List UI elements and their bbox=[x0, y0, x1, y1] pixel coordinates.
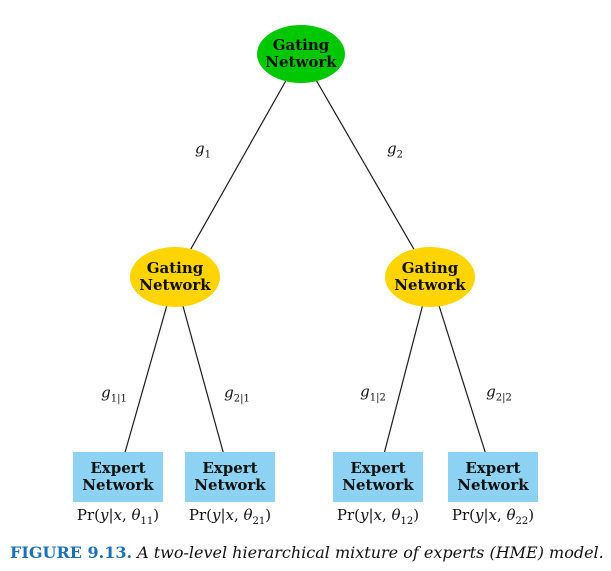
edge-root-to-gating1 bbox=[174, 53, 302, 278]
expert-1-prob-args: y|x bbox=[99, 506, 122, 524]
edge-label-g2-given-2-sub: 2|2 bbox=[495, 392, 512, 404]
root-gating-label-line1: Gating bbox=[272, 36, 330, 54]
edge-label-g2-sub: 2 bbox=[396, 149, 403, 161]
expert-3-label-line2: Network bbox=[342, 476, 414, 494]
figure-number: FIGURE 9.13. bbox=[10, 543, 133, 562]
expert-3-label-line1: Expert bbox=[350, 459, 406, 477]
edge-label-g2-given-1-sub: 2|1 bbox=[233, 393, 250, 405]
expert-2-label-line1: Expert bbox=[202, 459, 258, 477]
figure-caption-text: A two-level hierarchical mixture of expe… bbox=[137, 543, 604, 562]
expert-4-prob-theta: θ bbox=[506, 506, 516, 524]
edge-label-g1-base: g bbox=[195, 139, 205, 158]
edge-label-g2-given-2-base: g bbox=[486, 382, 496, 401]
edge-label-g2-given-2: g2|2 bbox=[486, 383, 512, 404]
expert-1-box bbox=[73, 452, 163, 502]
expert-4-prob-close: ) bbox=[528, 506, 535, 524]
gating-1-label-line1: Gating bbox=[146, 259, 204, 277]
expert-4-prob-pr: Pr( bbox=[451, 506, 475, 524]
expert-3-box bbox=[333, 452, 423, 502]
edge-label-g1-given-1: g1|1 bbox=[101, 384, 127, 405]
edge-label-g2-base: g bbox=[387, 139, 397, 158]
expert-2-prob: Pr(y|x, θ21) bbox=[189, 506, 271, 527]
edge-label-g1-given-1-base: g bbox=[101, 383, 111, 402]
edge-gating2-to-expert4 bbox=[429, 276, 494, 478]
expert-3-prob-comma: , bbox=[381, 506, 392, 524]
expert-4-label: Expert Network bbox=[457, 460, 528, 494]
expert-3-prob-pr: Pr( bbox=[336, 506, 360, 524]
expert-2-prob-pr: Pr( bbox=[188, 506, 212, 524]
edge-label-g1-sub: 1 bbox=[204, 149, 211, 161]
edge-label-g2: g2 bbox=[387, 140, 403, 161]
expert-1-prob-close: ) bbox=[153, 506, 160, 524]
edge-label-g1-given-1-sub: 1|1 bbox=[110, 393, 127, 405]
edge-label-g1-given-2-sub: 1|2 bbox=[369, 392, 386, 404]
expert-4-label-line1: Expert bbox=[465, 459, 521, 477]
expert-2-prob-comma: , bbox=[233, 506, 244, 524]
expert-3-prob-close: ) bbox=[413, 506, 420, 524]
root-gating-ellipse bbox=[257, 25, 345, 83]
gating-1-ellipse bbox=[130, 247, 220, 307]
expert-4-prob-comma: , bbox=[496, 506, 507, 524]
expert-1-prob-pr: Pr( bbox=[76, 506, 100, 524]
edge-label-g1-given-2-base: g bbox=[360, 382, 370, 401]
expert-4-prob-args: y|x bbox=[474, 506, 497, 524]
expert-3-prob-args: y|x bbox=[359, 506, 382, 524]
expert-2-prob-sub: 21 bbox=[252, 516, 266, 527]
edge-label-g2-given-1-base: g bbox=[224, 383, 234, 402]
edge-gating1-to-expert2 bbox=[174, 276, 231, 478]
edge-label-g2-given-1: g2|1 bbox=[224, 384, 250, 405]
edge-label-g1-given-2: g1|2 bbox=[360, 383, 386, 404]
expert-2-prob-theta: θ bbox=[243, 506, 253, 524]
gating-1-label-line2: Network bbox=[139, 276, 211, 294]
expert-4-prob: Pr(y|x, θ22) bbox=[452, 506, 534, 527]
gating-2-label-line2: Network bbox=[394, 276, 466, 294]
root-gating-label-line2: Network bbox=[265, 53, 337, 71]
expert-1-prob-theta: θ bbox=[131, 506, 141, 524]
expert-3-prob-theta: θ bbox=[391, 506, 401, 524]
expert-4-box bbox=[448, 452, 538, 502]
edge-label-g1: g1 bbox=[195, 140, 211, 161]
edge-root-to-gating2 bbox=[300, 53, 431, 278]
root-gating-label: Gating Network bbox=[265, 37, 336, 71]
expert-4-label-line2: Network bbox=[457, 476, 529, 494]
expert-2-box bbox=[185, 452, 275, 502]
gating-2-label: Gating Network bbox=[394, 260, 465, 294]
expert-4-prob-sub: 22 bbox=[515, 516, 529, 527]
expert-1-label: Expert Network bbox=[82, 460, 153, 494]
gating-2-ellipse bbox=[385, 247, 475, 307]
edge-gating1-to-expert1 bbox=[117, 276, 176, 478]
gating-2-label-line1: Gating bbox=[401, 259, 459, 277]
expert-3-prob-sub: 12 bbox=[400, 516, 414, 527]
expert-1-label-line1: Expert bbox=[90, 459, 146, 477]
edge-gating2-to-expert3 bbox=[377, 276, 431, 478]
gating-1-label: Gating Network bbox=[139, 260, 210, 294]
expert-3-label: Expert Network bbox=[342, 460, 413, 494]
expert-1-prob-sub: 11 bbox=[140, 516, 154, 527]
expert-2-label-line2: Network bbox=[194, 476, 266, 494]
figure-caption: FIGURE 9.13.A two-level hierarchical mix… bbox=[10, 543, 604, 562]
expert-2-prob-args: y|x bbox=[211, 506, 234, 524]
expert-1-prob-comma: , bbox=[121, 506, 132, 524]
expert-3-prob: Pr(y|x, θ12) bbox=[337, 506, 419, 527]
expert-2-label: Expert Network bbox=[194, 460, 265, 494]
expert-1-prob: Pr(y|x, θ11) bbox=[77, 506, 159, 527]
expert-2-prob-close: ) bbox=[265, 506, 272, 524]
expert-1-label-line2: Network bbox=[82, 476, 154, 494]
